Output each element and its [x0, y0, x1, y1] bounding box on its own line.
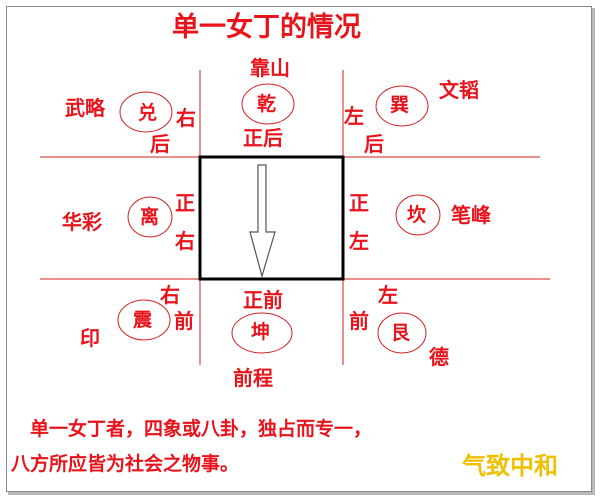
mark-ne-zuo: 左: [344, 104, 364, 128]
label-de: 德: [429, 345, 449, 369]
circle-gen: [377, 312, 427, 354]
gua-qian: 乾: [257, 93, 277, 115]
down-arrow-icon: [249, 164, 276, 279]
frame-shadow-bottom: [8, 492, 595, 495]
mark-e-zuo: 左: [349, 229, 369, 253]
gua-gen: 艮: [391, 322, 411, 344]
signature: 气致中和: [462, 452, 558, 480]
outer-frame: [6, 6, 592, 492]
mark-e-zheng: 正: [349, 191, 369, 215]
mark-nw-hou: 后: [150, 132, 170, 156]
label-huacai: 华彩: [62, 210, 102, 234]
mark-sw-you: 右: [160, 283, 180, 307]
caption-line-1: 单一女丁者，四象或八卦，独占而专一，: [30, 418, 373, 440]
circle-kun: [231, 312, 293, 354]
circle-zhen: [117, 299, 171, 341]
label-wulue: 武略: [65, 96, 105, 120]
gua-xun: 巽: [390, 94, 410, 116]
mark-nw-you: 右: [176, 106, 196, 130]
label-bifeng: 笔峰: [451, 203, 491, 227]
gua-li: 离: [140, 206, 160, 228]
mark-ne-hou: 后: [364, 132, 384, 156]
center-box: [198, 155, 345, 281]
caption-line-2: 八方所应皆为社会之物事。: [11, 453, 240, 475]
gua-zhen: 震: [133, 309, 153, 331]
circle-li: [127, 196, 173, 238]
label-yin: 印: [80, 326, 100, 350]
circle-kan: [395, 194, 441, 236]
frame-shadow-right: [592, 8, 595, 495]
mark-se-qian: 前: [349, 309, 369, 333]
mark-n-zhenghou: 正后: [243, 126, 283, 150]
mark-s-zhengqian: 正前: [243, 288, 283, 312]
mark-se-zuo: 左: [378, 283, 398, 307]
mark-w-zheng: 正: [175, 191, 195, 215]
circle-dui: [119, 91, 173, 133]
gua-kan: 坎: [407, 204, 427, 226]
label-kaoshan: 靠山: [250, 56, 290, 80]
label-wentao: 文韬: [439, 78, 479, 102]
mark-w-you: 右: [175, 229, 195, 253]
gua-dui: 兑: [138, 102, 158, 124]
label-qiancheng: 前程: [233, 366, 273, 390]
diagram-title: 单一女丁的情况: [172, 12, 361, 43]
circle-xun: [375, 85, 429, 127]
circle-qian: [241, 83, 295, 125]
mark-sw-qian: 前: [174, 309, 194, 333]
gua-kun: 坤: [251, 321, 271, 343]
